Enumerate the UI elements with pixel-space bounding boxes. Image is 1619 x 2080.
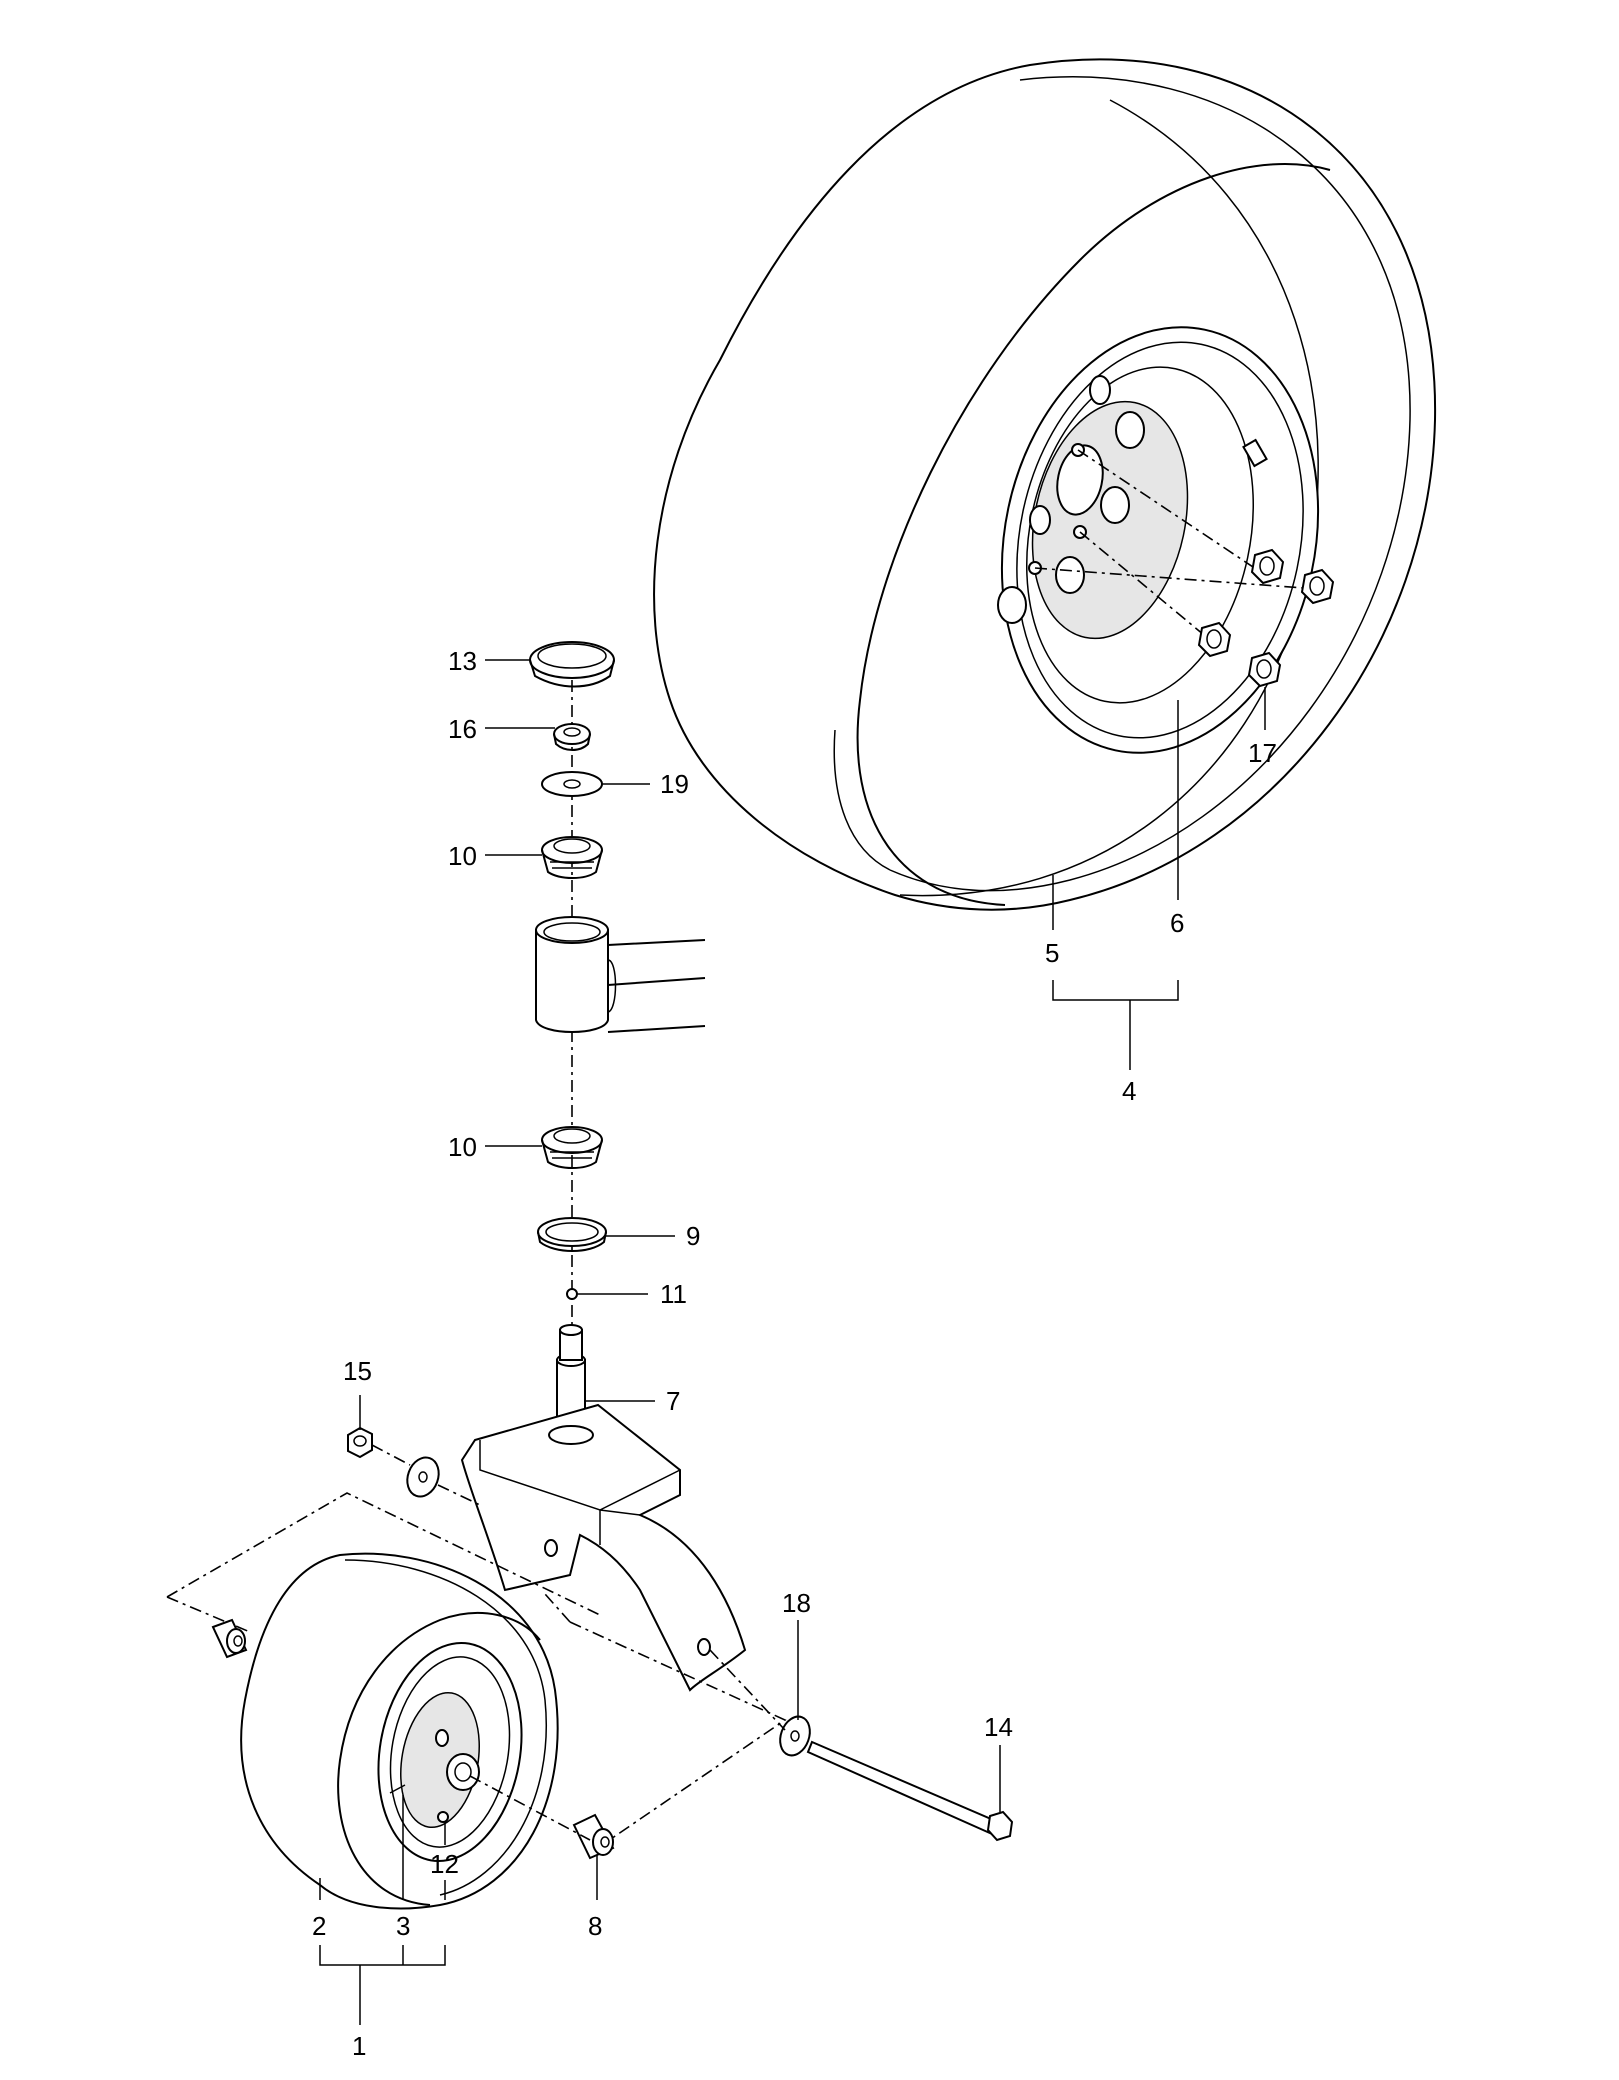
castle-nut (553, 723, 591, 751)
loose-lug-nut (1247, 651, 1282, 688)
spacer (572, 1813, 615, 1860)
hex-nut (347, 1426, 373, 1459)
spacer (211, 1618, 248, 1659)
grease-fitting (566, 1288, 578, 1300)
callout-17: 17 (1248, 738, 1277, 768)
callout-19: 19 (660, 769, 689, 799)
callout-12: 12 (430, 1849, 459, 1879)
caster-wheel-assembly (166, 1492, 787, 1910)
callout-1: 1 (352, 2031, 366, 2061)
seal (537, 1217, 607, 1252)
callout-leaders (319, 659, 1266, 2025)
bearing-lower (541, 1126, 603, 1169)
lug-nut (1250, 548, 1285, 585)
callout-16: 16 (448, 714, 477, 744)
hardware (347, 1426, 1014, 1842)
axle-bolt (806, 1740, 1014, 1842)
callout-13: 13 (448, 646, 477, 676)
callout-10-lower: 10 (448, 1132, 477, 1162)
callout-10-upper: 10 (448, 841, 477, 871)
callout-4: 4 (1122, 1076, 1136, 1106)
callout-labels: 13 16 19 10 10 9 11 7 15 18 14 8 12 2 3 … (312, 646, 1277, 2061)
callout-3: 3 (396, 1911, 410, 1941)
spindle-stack (529, 641, 706, 1350)
callout-6: 6 (1170, 908, 1184, 938)
callout-14: 14 (984, 1712, 1013, 1742)
callout-2: 2 (312, 1911, 326, 1941)
flat-washer (406, 1456, 440, 1498)
large-wheel-assembly (653, 58, 1437, 911)
flat-washer (779, 1715, 811, 1757)
loose-lug-nut (1300, 568, 1335, 605)
washer (541, 771, 603, 797)
callout-11: 11 (660, 1279, 687, 1309)
callout-18: 18 (782, 1588, 811, 1618)
callout-5: 5 (1045, 938, 1059, 968)
lug-nut (1197, 621, 1232, 658)
callout-9: 9 (686, 1221, 700, 1251)
callout-7: 7 (666, 1386, 680, 1416)
pivot-tube (535, 916, 706, 1033)
dust-cap (529, 641, 615, 688)
caster-fork (460, 1324, 747, 1692)
callout-15: 15 (343, 1356, 372, 1386)
bearing-upper (541, 836, 603, 879)
callout-8: 8 (588, 1911, 602, 1941)
